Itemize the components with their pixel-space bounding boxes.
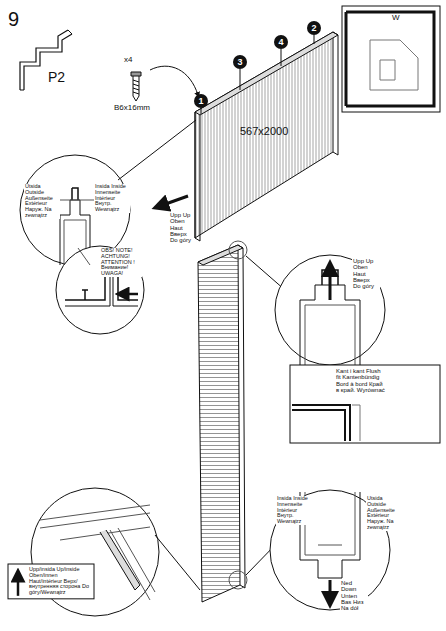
- quantity: x4: [124, 56, 132, 64]
- note-box: [8, 564, 94, 599]
- side-note: Utsida Outside Außenseite Extérieur Нару…: [366, 496, 402, 531]
- plan-mark: W: [392, 14, 400, 22]
- direction-arrow: [17, 575, 20, 596]
- side-note: Upp/insida Up/inside Oben/innen Haut/int…: [28, 567, 90, 596]
- direction-note: Ned Down Unten Bas Низ Na dół: [340, 580, 368, 611]
- callout-text: 1: [198, 96, 203, 106]
- warning-note: OBS! NOTE! ACHTUNG! ATTENTION ! Внимание…: [100, 248, 142, 277]
- callout-number: 3: [233, 55, 247, 69]
- callout-number: 2: [307, 21, 321, 35]
- side-note: Utsida Outside Außenseite Extérieur Нару…: [24, 184, 60, 219]
- flush-note: Kant i kant Flush fit Kantenbündig Bord …: [336, 368, 386, 393]
- step-number: 9: [8, 8, 19, 31]
- callout-text: 2: [311, 23, 316, 33]
- callout-text: 3: [237, 57, 242, 67]
- dimension: 567x2000: [240, 126, 288, 138]
- screw-size: B6x16mm: [114, 104, 150, 112]
- side-note: Insida Inside Innenseite Intérieur Внутр…: [276, 496, 312, 525]
- side-note: Insida Inside Innenseite Intérieur Внутр…: [94, 184, 130, 213]
- direction-note: Upp Up Oben Haut Вверх Do góry: [352, 258, 380, 289]
- callout-number: 4: [274, 35, 288, 49]
- direction-note: Upp Up Oben Haut Вверх Do góry: [170, 212, 196, 243]
- part-name: P2: [48, 70, 65, 85]
- callout-text: 4: [278, 37, 283, 47]
- callout-number: 1: [194, 94, 208, 108]
